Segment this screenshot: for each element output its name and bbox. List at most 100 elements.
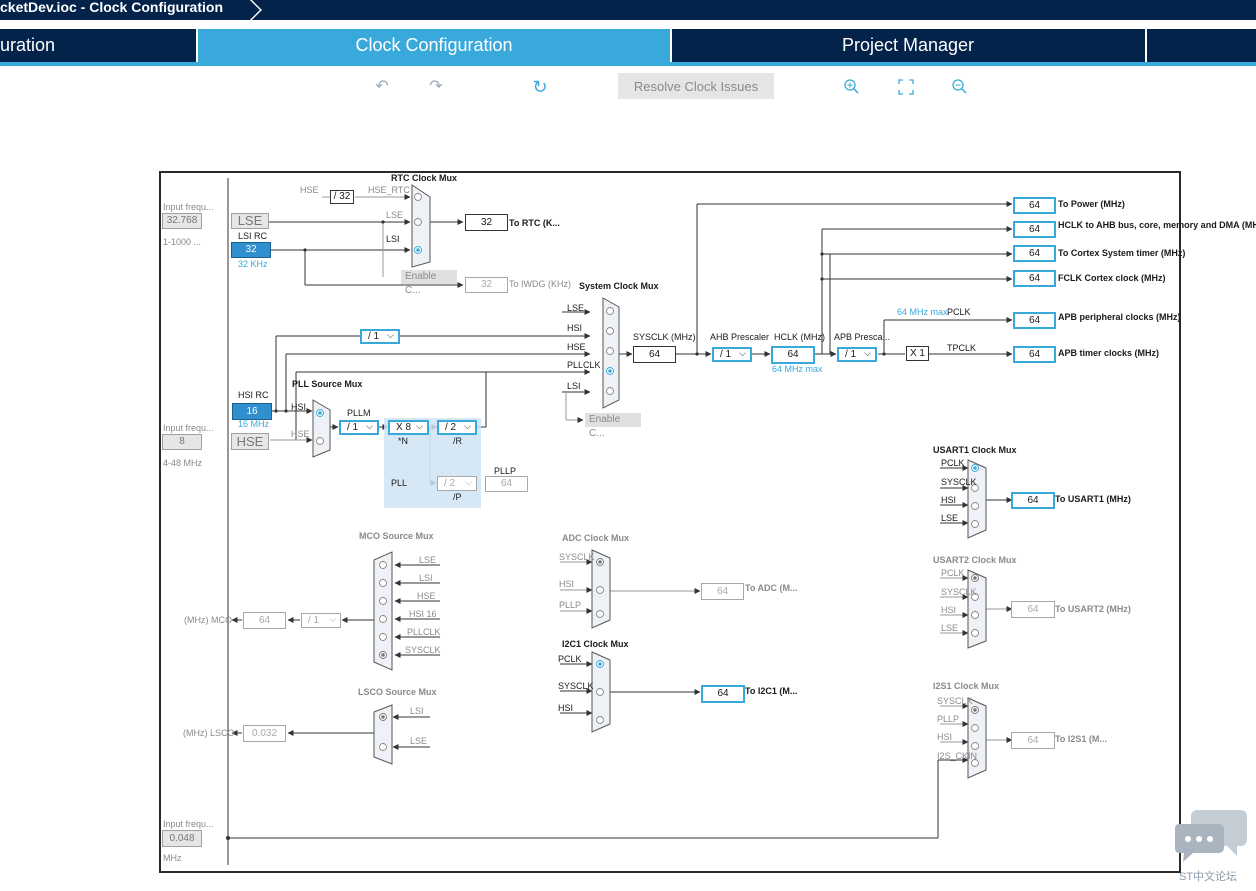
pll-p-label: /P [453, 492, 462, 502]
ahb-prescaler-select[interactable]: / 1⌵ [712, 347, 752, 362]
select-value: / 1 [720, 349, 732, 360]
refresh-icon[interactable]: ↻ [532, 77, 548, 97]
hse-input-field[interactable]: 8 [162, 434, 202, 450]
i2s-ckin-input-field[interactable]: 0.048 [162, 830, 202, 847]
ahb-prescaler-label: AHB Prescaler [710, 332, 769, 342]
sys-enable-css-button[interactable]: Enable C... [585, 413, 641, 439]
usart1-out-value[interactable]: 64 [1011, 492, 1055, 509]
rtc-out-label: To RTC (K... [509, 218, 560, 228]
adc-out-label: To ADC (M... [745, 583, 798, 593]
pllp-select[interactable]: / 2⌵ [437, 476, 477, 491]
usart1-in-hsi: HSI [941, 495, 956, 505]
chevron-down-icon: ⌵ [864, 348, 871, 358]
hsi-rc-value: 16 [232, 403, 272, 420]
plln-select[interactable]: X 8⌵ [388, 420, 429, 435]
i2c1-in-hsi: HSI [558, 703, 573, 713]
sysmux-in-lsi: LSI [567, 381, 581, 391]
undo-icon[interactable]: ↶ [375, 78, 389, 95]
sysmux-in-lse: LSE [567, 303, 584, 313]
fit-to-window-icon[interactable] [897, 78, 915, 96]
rtc-enable-css-button[interactable]: Enable C... [401, 270, 457, 296]
i2s1-out-value: 64 [1011, 732, 1055, 749]
rtc-lse-label: LSE [386, 210, 403, 220]
pll-hse-label: HSE [291, 429, 310, 439]
adc-in-sysclk: SYSCLK [559, 552, 595, 562]
lsco-in-lsi: LSI [410, 706, 424, 716]
lse-input-caption: Input frequ... [163, 202, 214, 212]
lsco-out-value: 0.032 [243, 725, 286, 742]
sysclk-value[interactable]: 64 [633, 346, 676, 363]
out-apb-periph-label: APB peripheral clocks (MHz) [1058, 312, 1181, 322]
hclk-label: HCLK (MHz) [774, 332, 825, 342]
select-value: / 2 [444, 478, 456, 489]
hclk-value[interactable]: 64 [771, 346, 815, 364]
pllm-select[interactable]: / 1⌵ [339, 420, 379, 435]
pll-r-label: /R [453, 436, 463, 446]
select-value: / 1 [308, 615, 320, 626]
select-value: / 1 [845, 349, 857, 360]
out-fclk-label: FCLK Cortex clock (MHz) [1058, 273, 1166, 283]
lsco-in-lse: LSE [410, 736, 427, 746]
select-value: / 1 [368, 331, 380, 342]
i2c1-out-value[interactable]: 64 [701, 685, 745, 703]
mco-out-value: 64 [243, 612, 286, 629]
pllr-select[interactable]: / 2⌵ [437, 420, 477, 435]
usart2-out-value: 64 [1011, 601, 1055, 618]
sysmux-in-pllclk: PLLCLK [567, 360, 601, 370]
lsi-rc-value: 32 [231, 242, 271, 258]
i2s-input-caption: Input frequ... [163, 819, 214, 829]
usart2-mux-title: USART2 Clock Mux [933, 555, 1017, 565]
pll-n-label: *N [398, 436, 408, 446]
out-hclk-value[interactable]: 64 [1013, 221, 1056, 238]
zoom-out-icon[interactable] [951, 78, 969, 96]
redo-icon[interactable]: ↷ [429, 78, 443, 95]
hsi-title: HSI RC [238, 390, 269, 400]
sysmux-title: System Clock Mux [579, 281, 659, 291]
out-power-value[interactable]: 64 [1013, 197, 1056, 214]
adc-in-hsi: HSI [559, 579, 574, 589]
adc-in-pllp: PLLP [559, 600, 581, 610]
mco-mux-title: MCO Source Mux [359, 531, 434, 541]
title-bar: cketDev.ioc - Clock Configuration [0, 0, 1256, 22]
mco-in-hsi16: HSI 16 [409, 609, 437, 619]
iwdg-out-value: 32 [465, 277, 508, 293]
select-value: X 8 [396, 422, 412, 433]
pll-block-label: PLL [391, 478, 407, 488]
tab-pinout-configuration[interactable]: uration [0, 29, 196, 62]
i2s-input-unit: MHz [163, 853, 182, 863]
i2s1-mux-title: I2S1 Clock Mux [933, 681, 999, 691]
tab-project-manager[interactable]: Project Manager [672, 29, 1144, 62]
hsi-sys-divider-select[interactable]: / 1⌵ [360, 329, 400, 344]
sysmux-in-hsi: HSI [567, 323, 582, 333]
resolve-clock-issues-button[interactable]: Resolve Clock Issues [618, 73, 774, 99]
i2s1-in-hsi: HSI [937, 732, 952, 742]
tab-clock-configuration[interactable]: Clock Configuration [198, 29, 670, 62]
mco-divider-select[interactable]: / 1⌵ [301, 613, 341, 628]
lse-input-field[interactable]: 32.768 [162, 213, 202, 229]
watermark-text: ST中文论坛 [1179, 871, 1238, 883]
out-hclk-label: HCLK to AHB bus, core, memory and DMA (M… [1058, 220, 1256, 230]
out-cortex-timer-value[interactable]: 64 [1013, 245, 1056, 262]
out-apb-timer-value[interactable]: 64 [1013, 346, 1056, 363]
mco-out-label: (MHz) MCO [184, 615, 232, 625]
out-apb-periph-value[interactable]: 64 [1013, 312, 1056, 329]
usart2-in-sysclk: SYSCLK [941, 587, 977, 597]
hsi-freq: 16 MHz [238, 419, 270, 429]
tab-label: uration [0, 35, 56, 55]
sysclk-label: SYSCLK (MHz) [633, 332, 696, 342]
apb-max-label: 64 MHz max [897, 307, 948, 317]
apb-prescaler-select[interactable]: / 1 ⌵ [837, 347, 877, 362]
apb-prescaler-label: APB Presca... [834, 332, 890, 342]
i2s1-out-label: To I2S1 (M... [1055, 734, 1107, 744]
sysmux-in-hse: HSE [567, 342, 586, 352]
zoom-in-icon[interactable] [843, 78, 861, 96]
select-value: / 2 [445, 422, 457, 433]
out-fclk-value[interactable]: 64 [1013, 270, 1056, 287]
i2s1-in-ckin: I2S_CKIN [937, 751, 977, 761]
pllp-value: 64 [485, 476, 528, 492]
i2c1-in-sysclk: SYSCLK [558, 681, 594, 691]
pclk-label: PCLK [947, 307, 971, 317]
usart1-in-lse: LSE [941, 513, 958, 523]
usart2-out-label: To USART2 (MHz) [1055, 604, 1131, 614]
tab-divider [196, 29, 198, 62]
